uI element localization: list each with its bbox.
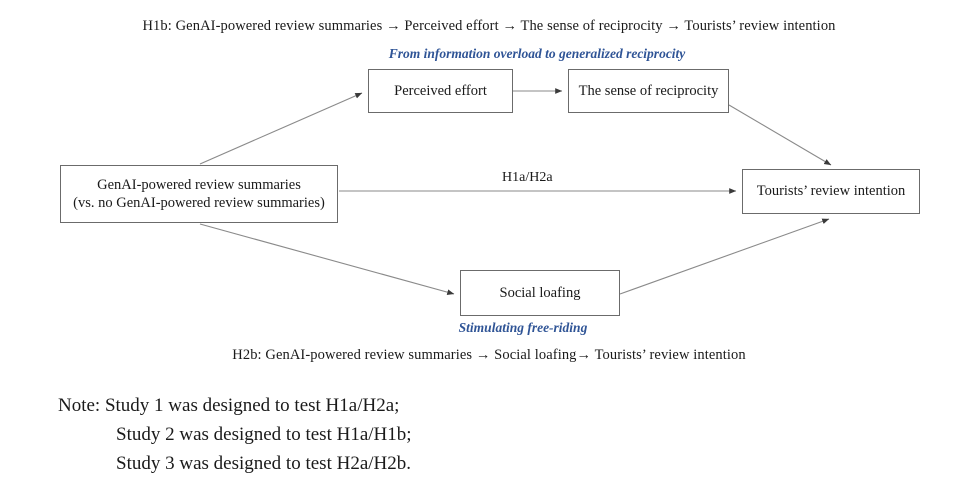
node-sense-of-reciprocity: The sense of reciprocity	[568, 69, 729, 113]
arrow-social-loafing-to-review-intention	[619, 218, 830, 295]
caption-stimulating-free-riding: Stimulating free-riding	[458, 320, 588, 335]
node-perceived-effort-label: Perceived effort	[394, 82, 487, 99]
hypothesis-h1b-text: H1b: GenAI-powered review summaries → Pe…	[142, 18, 836, 34]
node-tourists-review-intention-label: Tourists’ review intention	[756, 183, 906, 200]
arrow-genai-to-perceived-effort	[199, 92, 363, 165]
note-line-1: Note: Study 1 was designed to test H1a/H…	[58, 395, 400, 416]
note-line-2: Study 2 was designed to test H1a/H1b;	[116, 423, 412, 445]
node-perceived-effort: Perceived effort	[368, 69, 513, 113]
node-sense-of-reciprocity-label: The sense of reciprocity	[578, 82, 719, 99]
note-block: Note: Study 1 was designed to test H1a/H…	[58, 392, 412, 479]
caption-information-overload-to-reciprocity: From information overload to generalized…	[388, 46, 686, 61]
arrow-reciprocity-to-review-intention	[728, 104, 832, 166]
path-label-h1a-h2a: H1a/H2a	[502, 170, 553, 185]
node-tourists-review-intention: Tourists’ review intention	[742, 169, 920, 214]
node-genai-powered-review-summaries-label: GenAI-powered review summaries (vs. no G…	[73, 176, 325, 211]
node-social-loafing-label: Social loafing	[499, 284, 581, 301]
note-line-3: Study 3 was designed to test H2a/H2b.	[116, 452, 412, 474]
arrow-genai-to-social-loafing	[199, 223, 455, 295]
hypothesis-h2b-text: H2b: GenAI-powered review summaries → So…	[232, 347, 746, 363]
node-genai-powered-review-summaries: GenAI-powered review summaries (vs. no G…	[60, 165, 338, 223]
node-social-loafing: Social loafing	[460, 270, 620, 316]
